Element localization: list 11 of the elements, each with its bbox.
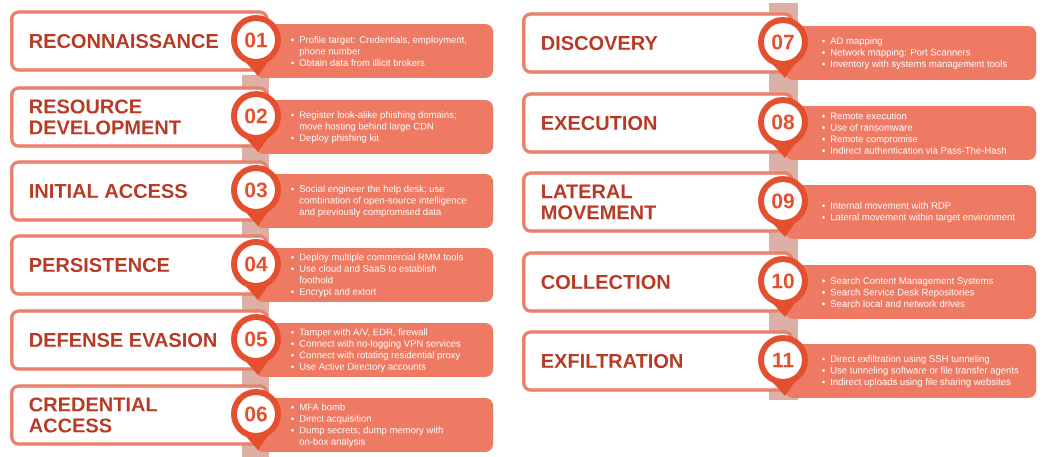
number-pin: 09 [758,176,808,237]
number-pin: 02 [231,91,281,152]
number-pin: 08 [758,97,808,158]
number-pin: 03 [231,165,281,226]
number-pin: 05 [231,314,281,375]
number-pin: 04 [231,239,281,300]
number-pin: 11 [758,335,808,396]
number-pin: 10 [758,256,808,317]
number-pin: 01 [231,15,281,76]
number-pin: 06 [231,389,281,450]
number-pin: 07 [758,17,808,78]
